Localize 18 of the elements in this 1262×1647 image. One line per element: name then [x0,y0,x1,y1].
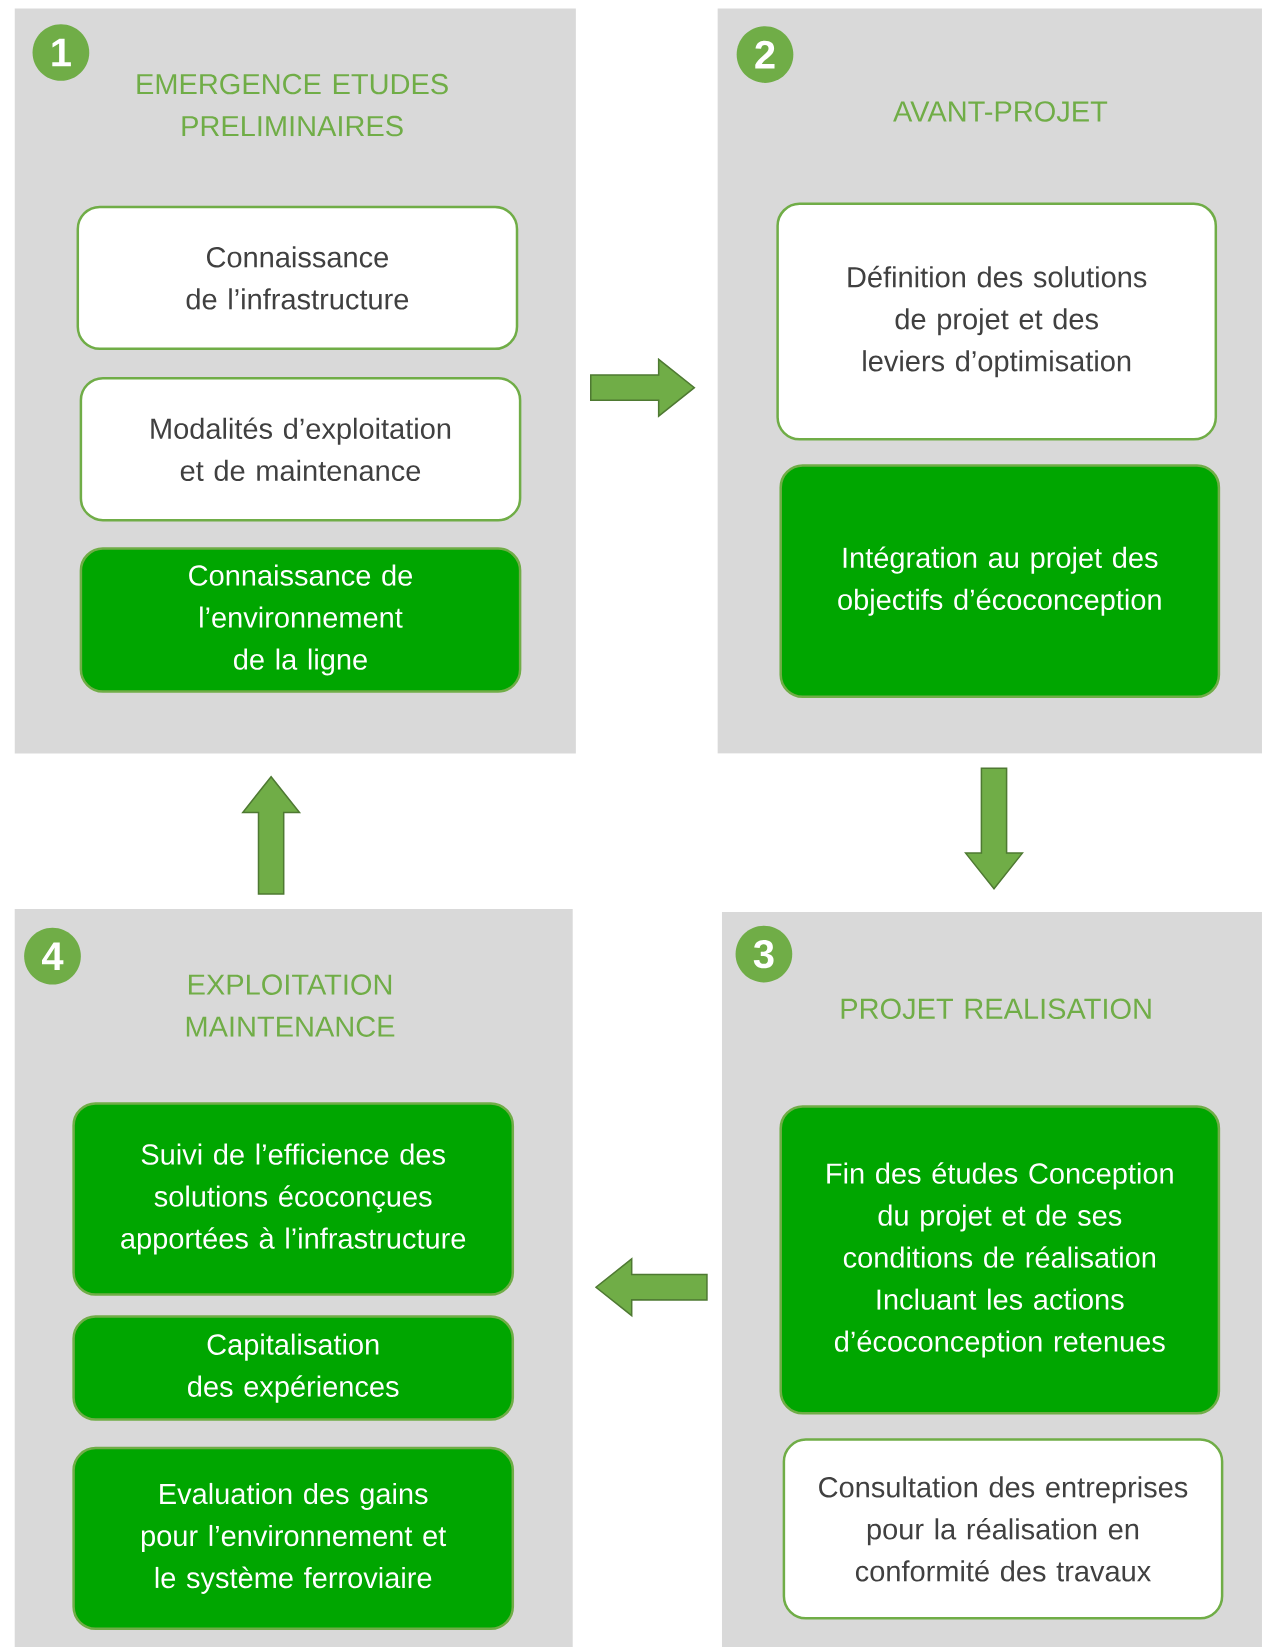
step-number: 2 [736,26,794,83]
block-arrow [590,357,696,418]
block-arrow [241,775,302,895]
step-box: Connaissance de l’environnement de la ligne [79,547,522,693]
step-box: Intégration au projet des objectifs d’écoconception [779,464,1221,698]
step-box: Consultation des entreprises pour la réalisation en conformité des travaux [782,1438,1224,1620]
step-box: Evaluation des gains pour l’environnement et le système ferroviaire [72,1446,515,1630]
step-box: Modalités d’exploitation et de maintenance [79,377,522,522]
block-arrow [964,767,1024,890]
step-box: Définition des solutions de projet et des leviers d’optimisation [776,202,1218,441]
step-box: Capitalisation des expériences [72,1315,515,1421]
step-number: 3 [735,925,793,983]
block-arrow [594,1257,708,1318]
step-box: Connaissance de l’infrastructure [76,205,519,351]
step-box: Suivi de l’efficience des solutions écoconçues apportées à l’infrastructure [72,1102,515,1296]
step-box: Fin des études Conception du projet et de ses conditions de réalisation Incluant les actions d’écoconception retenues [779,1105,1221,1415]
step-number: 4 [24,927,81,985]
step-number: 1 [32,24,90,81]
